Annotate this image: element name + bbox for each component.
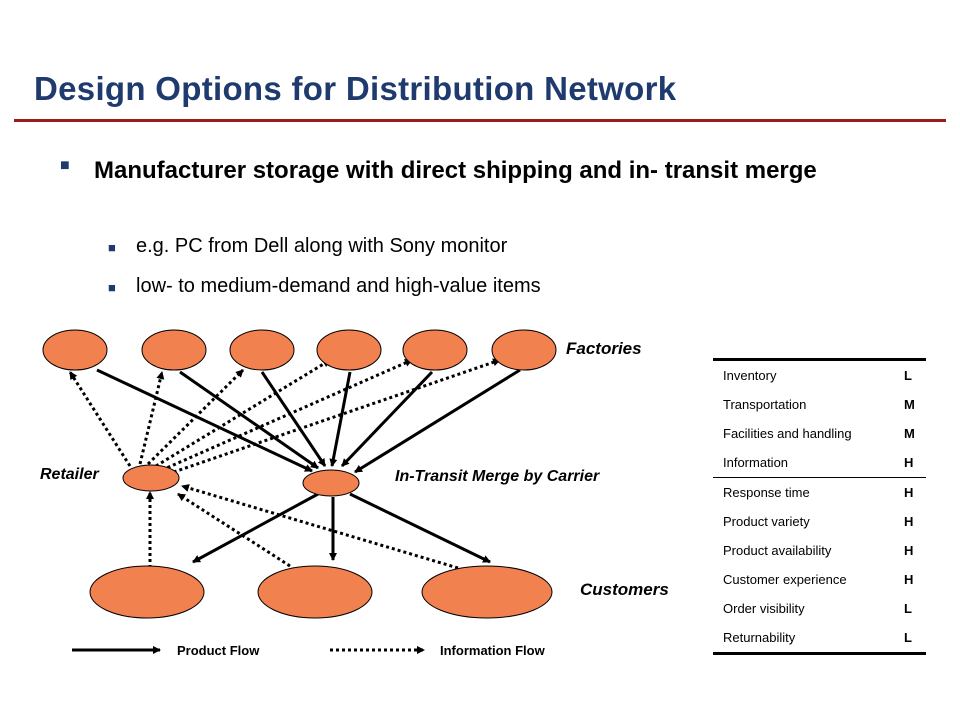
row-value: L: [904, 630, 912, 645]
legend-information-label: Information Flow: [440, 643, 546, 658]
row-label: Order visibility: [723, 601, 805, 616]
row-label: Product variety: [723, 514, 810, 529]
customer-node: [89, 565, 205, 619]
table-row: Returnability L: [713, 623, 926, 654]
sub-bullet-2: low- to medium-demand and high-value ite…: [136, 275, 541, 297]
bullet-square-icon: ■: [60, 157, 70, 174]
sub-bullet-square-icon: ■: [108, 280, 116, 295]
product-flow-arrow: [349, 492, 491, 564]
row-value: L: [904, 601, 912, 616]
row-value: H: [904, 543, 914, 558]
factories-label: Factories: [566, 339, 642, 358]
table-row: Information H: [713, 448, 926, 478]
row-label: Response time: [713, 477, 904, 507]
table-row: Inventory L: [713, 360, 926, 391]
row-value: H: [904, 455, 914, 470]
factory-node: [42, 329, 108, 371]
row-value: H: [904, 572, 914, 587]
factory-node: [141, 329, 207, 371]
table-row: Product availability H: [713, 536, 926, 565]
retailer-label: Retailer: [40, 466, 99, 483]
factory-node: [316, 329, 382, 371]
table-row: Order visibility L: [713, 594, 926, 623]
row-value: H: [904, 477, 926, 507]
customer-node: [257, 565, 373, 619]
table-row: Response time H: [713, 477, 926, 507]
customer-node: [421, 565, 553, 619]
merge-node: [302, 469, 360, 497]
slide-title: Design Options for Distribution Network: [34, 70, 677, 107]
factory-node: [229, 329, 295, 371]
main-bullet: Manufacturer storage with direct shippin…: [94, 157, 817, 184]
row-value: H: [904, 514, 914, 529]
row-value: M: [904, 397, 915, 412]
title-divider: [14, 119, 946, 122]
sub-bullet-square-icon: ■: [108, 240, 116, 255]
table-row: Product variety H: [713, 507, 926, 536]
row-label: Customer experience: [723, 572, 847, 587]
customers-label: Customers: [580, 580, 669, 599]
merge-label: In-Transit Merge by Carrier: [395, 468, 600, 485]
product-flow-arrow: [179, 370, 319, 470]
row-label: Facilities and handling: [723, 426, 852, 441]
row-label: Returnability: [723, 630, 796, 645]
row-value: L: [904, 368, 912, 383]
information-flow-arrow: [68, 371, 132, 467]
product-flow-arrow: [192, 492, 319, 564]
table-row: Customer experience H: [713, 565, 926, 594]
information-flow-arrow: [155, 358, 331, 468]
factory-node: [491, 329, 557, 371]
information-flow-arrow: [138, 371, 165, 465]
legend: Product Flow Information Flow: [72, 643, 546, 658]
legend-product-label: Product Flow: [177, 643, 260, 658]
row-label: Product availability: [723, 543, 832, 558]
information-flow-arrow: [161, 358, 413, 472]
row-value: M: [904, 426, 915, 441]
nodes: [42, 329, 557, 619]
factory-node: [402, 329, 468, 371]
performance-table: Inventory L Transportation M Facilities …: [713, 358, 926, 655]
information-flow-arrow: [177, 492, 291, 568]
information-flow-arrow: [146, 368, 245, 466]
product-flow-arrow: [329, 371, 352, 467]
product-flow-arrow: [260, 371, 327, 467]
product-flow-arrows: [96, 368, 521, 564]
product-flow-arrow: [340, 370, 434, 468]
sub-bullet-1: e.g. PC from Dell along with Sony monito…: [136, 235, 508, 257]
distribution-network-diagram: Factories Retailer In-Transit Merge by C…: [40, 329, 669, 658]
information-flow-arrow: [167, 358, 501, 476]
product-flow-arrow: [96, 368, 313, 473]
information-flow-arrows: [68, 358, 501, 570]
row-label: Inventory: [723, 368, 777, 383]
product-flow-arrow: [354, 368, 521, 474]
row-label: Information: [723, 455, 789, 470]
table-row: Facilities and handling M: [713, 419, 926, 448]
table-row: Transportation M: [713, 390, 926, 419]
retailer-node: [122, 464, 180, 492]
row-label: Transportation: [723, 397, 807, 412]
